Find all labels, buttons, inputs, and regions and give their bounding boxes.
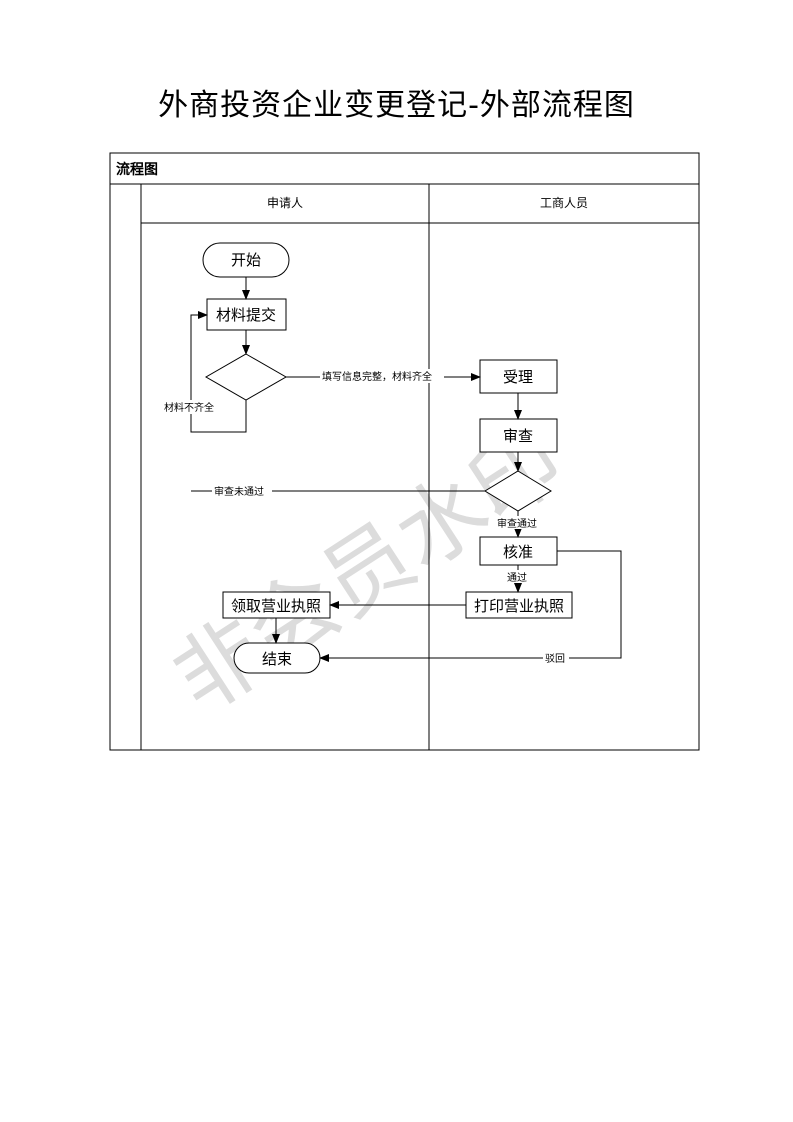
accept-label: 受理	[503, 368, 533, 386]
document-title: 外商投资企业变更登记-外部流程图	[158, 88, 635, 123]
table-frame	[109, 152, 700, 751]
watermark: 非会员水印	[155, 407, 580, 733]
label-incomplete: 材料不齐全	[164, 401, 214, 414]
lane-header-applicant: 申请人	[267, 196, 303, 210]
review-box	[479, 418, 558, 453]
label-complete: 填写信息完整，材料齐全	[322, 370, 432, 383]
collect-label: 领取营业执照	[231, 597, 321, 615]
review-label: 审查	[503, 427, 533, 445]
section-label: 流程图	[116, 161, 158, 178]
edge-reject	[319, 550, 622, 662]
label-review-pass: 审查通过	[497, 517, 537, 530]
print-label: 打印营业执照	[474, 597, 564, 615]
label-approve-pass: 通过	[507, 571, 527, 584]
submit-label: 材料提交	[216, 306, 276, 324]
completeness-decision	[204, 353, 288, 401]
lane-header-officer: 工商人员	[540, 195, 588, 210]
label-reject: 驳回	[545, 653, 565, 665]
submit-box	[206, 298, 287, 331]
accept-box	[479, 359, 558, 394]
edge-incomplete-loop	[190, 311, 247, 433]
start-label: 开始	[231, 251, 261, 269]
collect-box	[222, 591, 331, 619]
label-review-fail: 审查未通过	[214, 485, 264, 498]
end-label: 结束	[262, 650, 292, 668]
print-box	[465, 591, 573, 619]
approve-label: 核准	[503, 543, 533, 561]
